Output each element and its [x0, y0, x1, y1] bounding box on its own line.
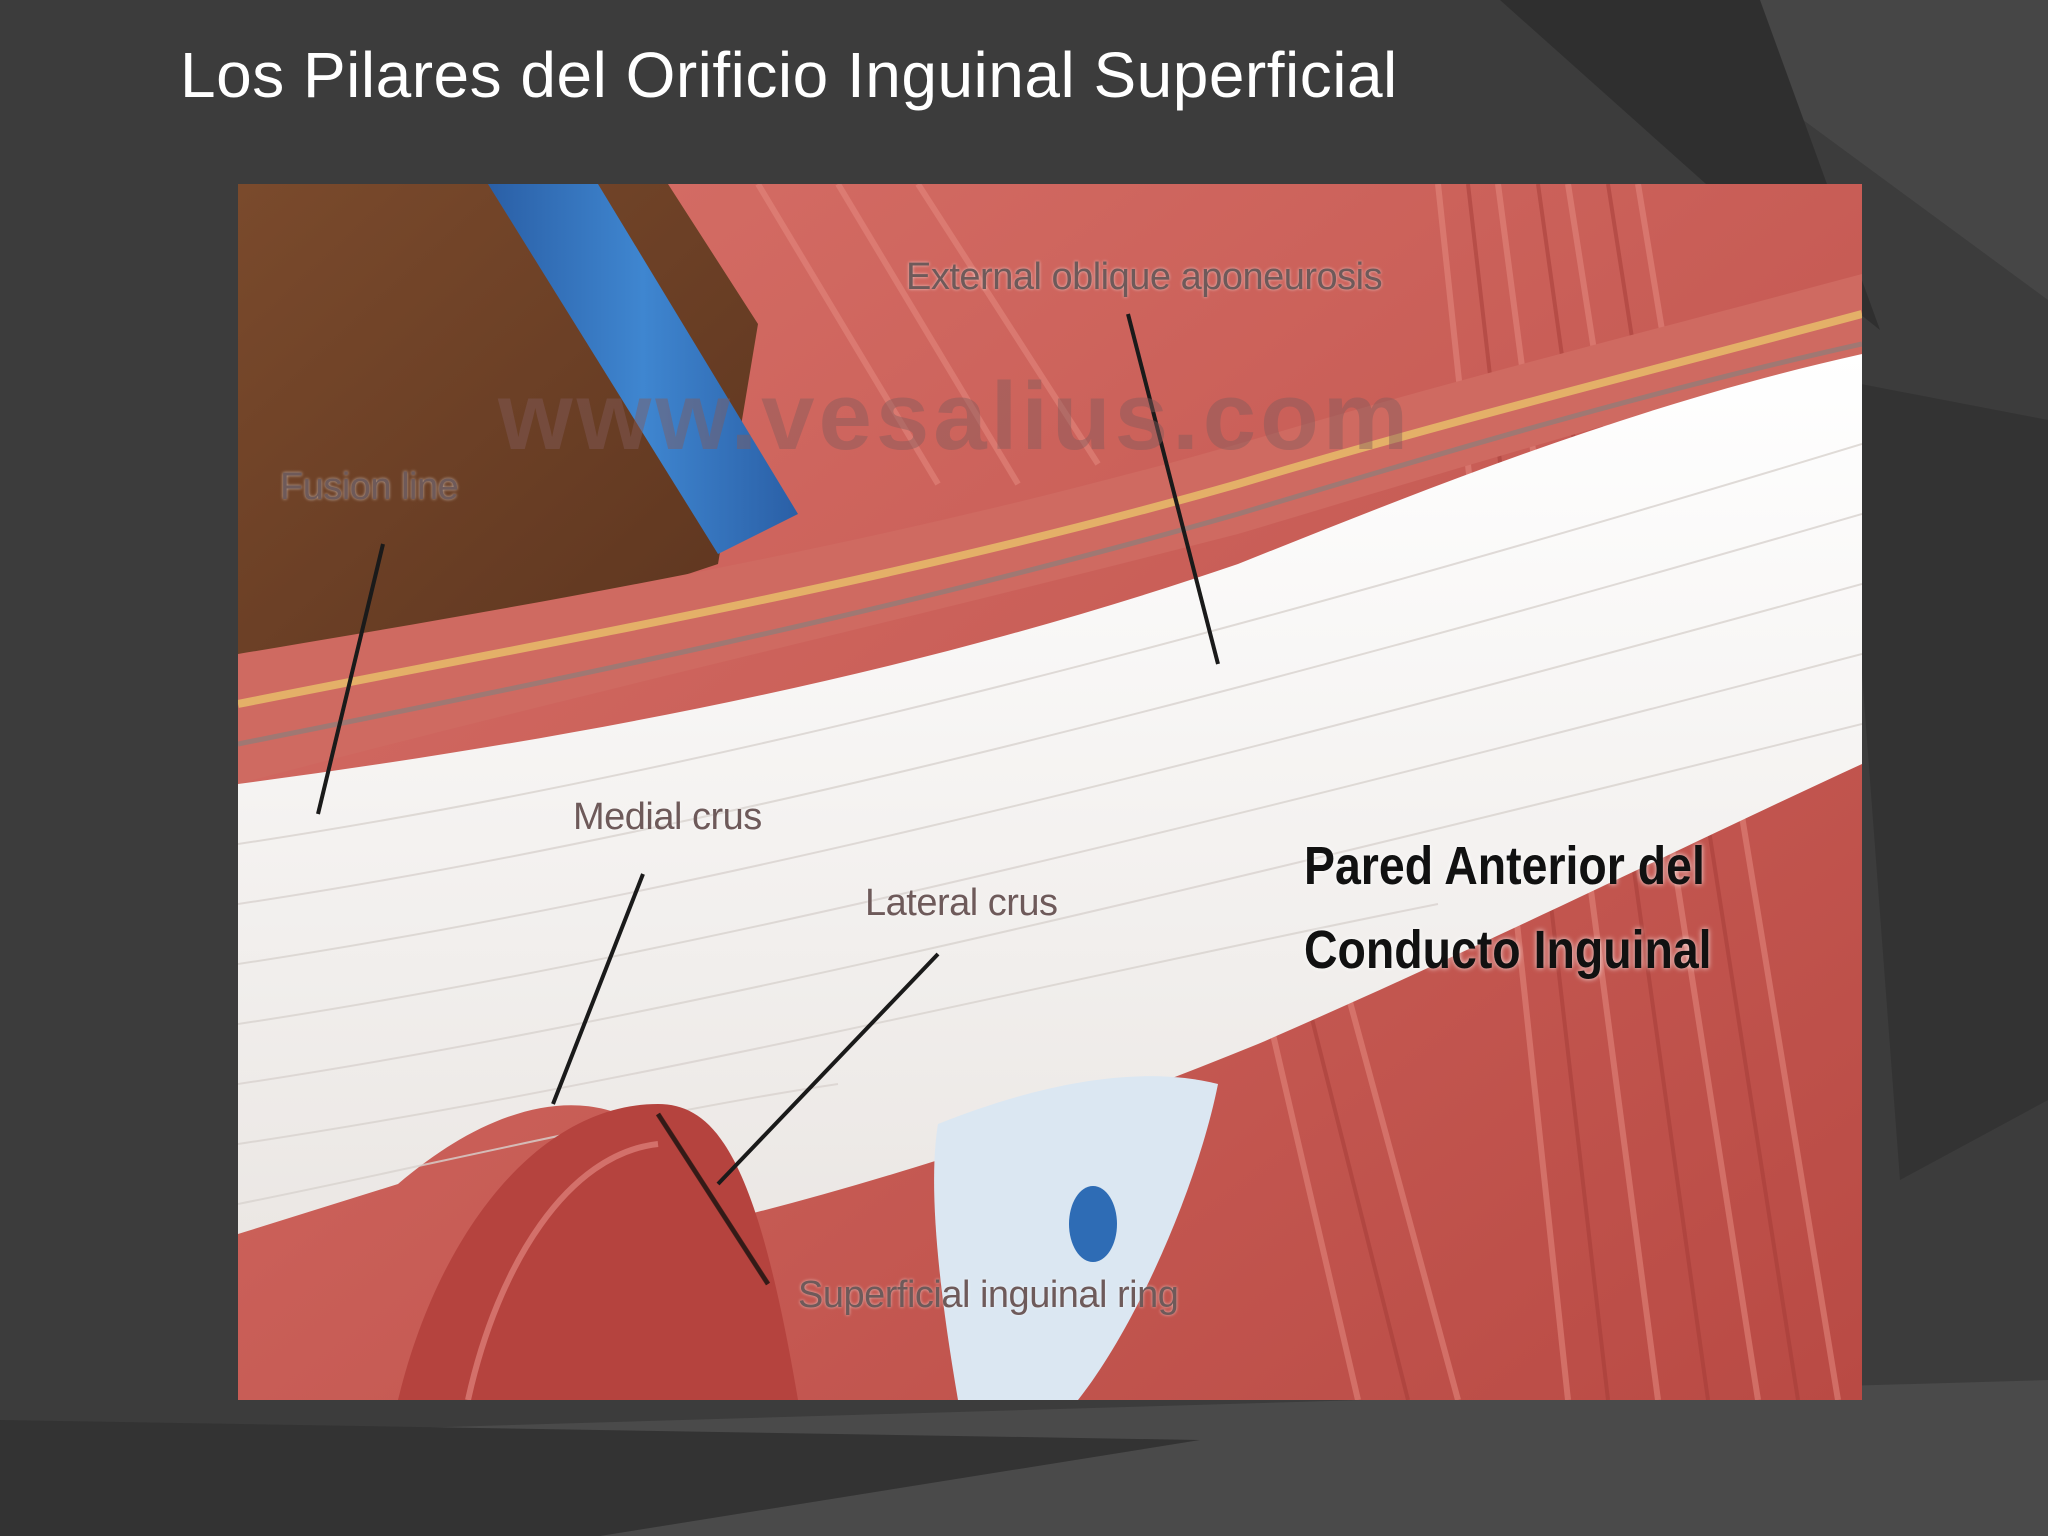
- slide-title: Los Pilares del Orificio Inguinal Superf…: [180, 39, 1398, 111]
- anatomy-figure: www.vesalius.com External oblique aponeu…: [238, 184, 1862, 1400]
- label-superficial-inguinal-ring: Superficial inguinal ring: [798, 1274, 1179, 1316]
- label-external-oblique-aponeurosis: External oblique aponeurosis: [906, 256, 1383, 298]
- label-fusion-line: Fusion line: [280, 466, 459, 508]
- label-medial-crus: Medial crus: [573, 796, 762, 838]
- label-lateral-crus: Lateral crus: [865, 882, 1058, 924]
- anatomy-illustration: [238, 184, 1862, 1400]
- overlay-note-line-2: Conducto Inguinal: [1304, 920, 1712, 980]
- overlay-note-anterior-wall: Pared Anterior del Conducto Inguinal: [1304, 824, 1743, 992]
- overlay-note-line-1: Pared Anterior del: [1304, 836, 1705, 896]
- watermark: www.vesalius.com: [498, 363, 1413, 470]
